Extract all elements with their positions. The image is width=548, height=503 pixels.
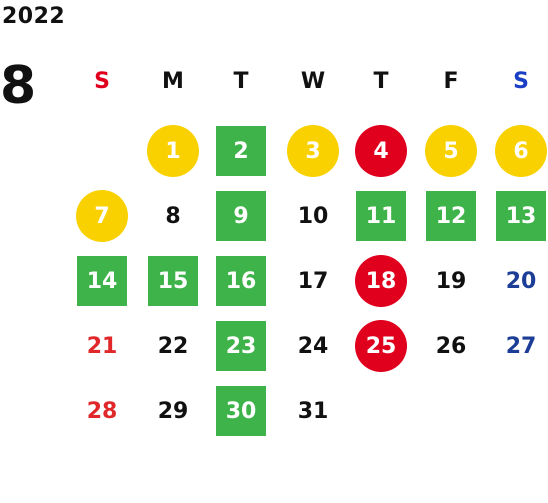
calendar-day-12[interactable]: 12: [426, 191, 476, 241]
calendar-day-3[interactable]: 3: [287, 125, 339, 177]
weekday-header-1: M: [162, 68, 184, 94]
calendar-day-9[interactable]: 9: [216, 191, 266, 241]
calendar-day-31[interactable]: 31: [297, 398, 329, 424]
calendar-day-13[interactable]: 13: [496, 191, 546, 241]
calendar-day-29[interactable]: 29: [157, 398, 189, 424]
calendar-day-30[interactable]: 30: [216, 386, 266, 436]
calendar-day-1[interactable]: 1: [147, 125, 199, 177]
calendar-day-27[interactable]: 27: [505, 333, 537, 359]
calendar-day-19[interactable]: 19: [435, 268, 467, 294]
calendar-day-14[interactable]: 14: [77, 256, 127, 306]
calendar-day-15[interactable]: 15: [148, 256, 198, 306]
calendar-day-17[interactable]: 17: [297, 268, 329, 294]
calendar-day-28[interactable]: 28: [86, 398, 118, 424]
calendar-day-6[interactable]: 6: [495, 125, 547, 177]
calendar-day-20[interactable]: 20: [505, 268, 537, 294]
calendar-day-18[interactable]: 18: [355, 255, 407, 307]
calendar-day-4[interactable]: 4: [355, 125, 407, 177]
calendar-day-7[interactable]: 7: [76, 190, 128, 242]
calendar-day-8[interactable]: 8: [165, 203, 181, 229]
calendar-year: 2022: [2, 4, 66, 29]
calendar-day-21[interactable]: 21: [86, 333, 118, 359]
calendar-day-22[interactable]: 22: [157, 333, 189, 359]
calendar-day-23[interactable]: 23: [216, 321, 266, 371]
weekday-header-4: T: [373, 68, 389, 94]
calendar-day-11[interactable]: 11: [356, 191, 406, 241]
calendar-day-2[interactable]: 2: [216, 126, 266, 176]
weekday-header-0: S: [94, 68, 110, 94]
weekday-header-6: S: [513, 68, 529, 94]
weekday-header-3: W: [300, 68, 326, 94]
calendar-day-25[interactable]: 25: [355, 320, 407, 372]
weekday-header-2: T: [233, 68, 249, 94]
weekday-header-5: F: [443, 68, 459, 94]
calendar-day-16[interactable]: 16: [216, 256, 266, 306]
calendar-day-24[interactable]: 24: [297, 333, 329, 359]
calendar-day-5[interactable]: 5: [425, 125, 477, 177]
calendar-day-10[interactable]: 10: [297, 203, 329, 229]
calendar-day-26[interactable]: 26: [435, 333, 467, 359]
calendar-month: 8: [0, 56, 37, 116]
